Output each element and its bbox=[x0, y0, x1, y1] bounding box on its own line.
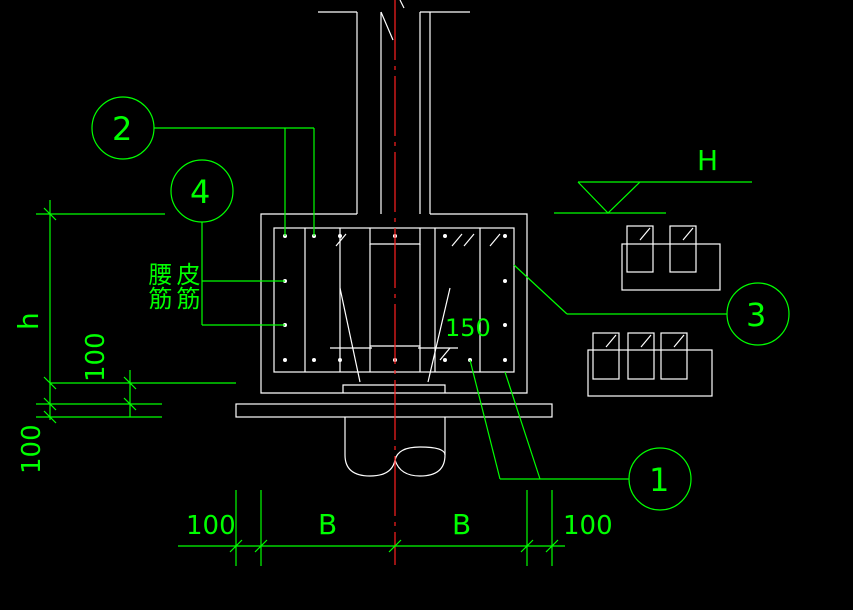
dim-bottom-B-left: B bbox=[318, 508, 337, 541]
left-dimensions bbox=[36, 200, 236, 424]
dim-bottom-B-right: B bbox=[452, 508, 471, 541]
callout-1 bbox=[469, 359, 692, 511]
elevation-label: H bbox=[697, 144, 718, 177]
dim-bottom-right-100: 100 bbox=[563, 511, 613, 541]
section-detail-lower bbox=[587, 332, 713, 397]
callout-3 bbox=[513, 264, 790, 346]
dim-left-100: 100 bbox=[81, 332, 111, 382]
bottom-dimensions bbox=[178, 490, 565, 566]
callout-3-number: 3 bbox=[746, 296, 766, 334]
foundation-beam bbox=[260, 213, 528, 394]
callout-2-number: 2 bbox=[112, 110, 132, 148]
callout-4-number: 4 bbox=[190, 173, 210, 211]
dim-h: h bbox=[12, 312, 45, 330]
elevation-marker bbox=[554, 181, 752, 214]
rebar-skin-label: 皮筋 bbox=[172, 262, 200, 310]
callout-4 bbox=[170, 159, 285, 326]
rebar-waist-label: 腰筋 bbox=[144, 262, 172, 310]
dim-150: 150 bbox=[445, 314, 491, 342]
dim-left-100-lower: 100 bbox=[17, 424, 47, 474]
callout-2 bbox=[91, 96, 315, 236]
base-slab bbox=[235, 384, 553, 418]
section-detail-upper bbox=[621, 225, 721, 291]
dim-bottom-left-100: 100 bbox=[186, 511, 236, 541]
callout-1-number: 1 bbox=[649, 461, 669, 499]
column-stem bbox=[318, 0, 470, 214]
